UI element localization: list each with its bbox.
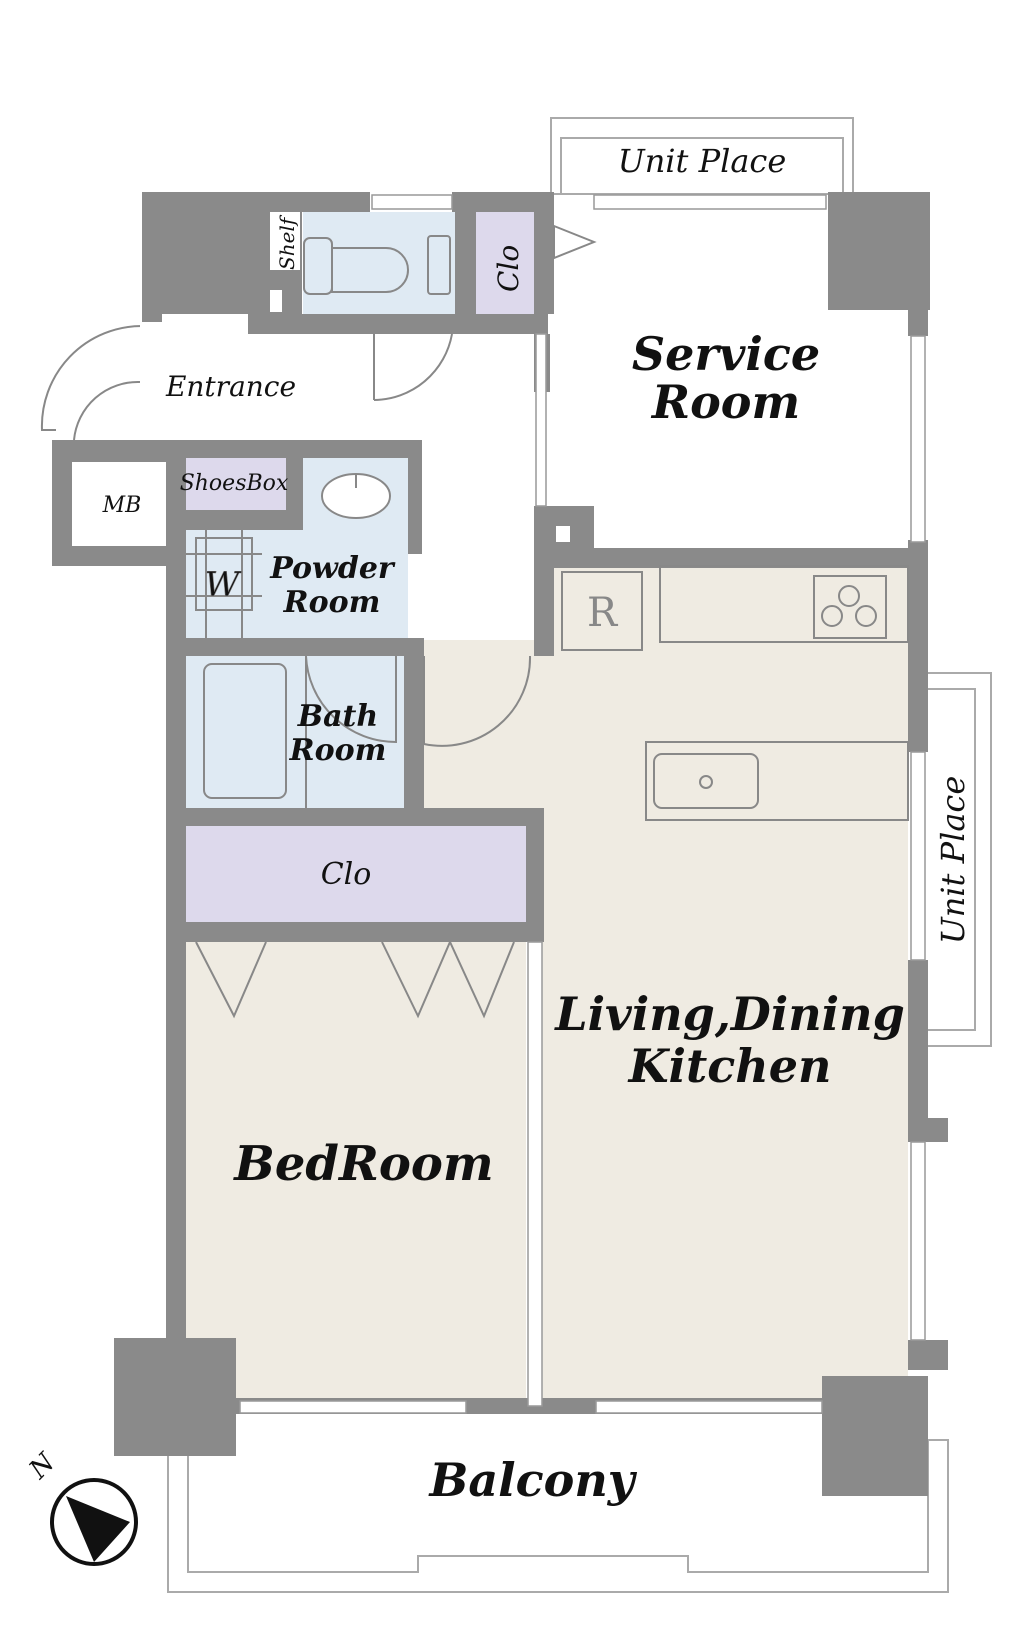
powder-room-label-2: Room	[283, 585, 381, 620]
toilet-icon	[303, 235, 451, 295]
unit-place-top-area	[550, 117, 854, 195]
washing-machine-icon	[186, 530, 262, 638]
shelf-label: Shelf	[275, 214, 299, 270]
washer-label: W	[205, 565, 243, 605]
balcony-label: Balcony	[427, 1453, 637, 1507]
bedroom-floor	[186, 942, 526, 1406]
entrance-label: Entrance	[165, 370, 296, 403]
ldk-label-1: Living,Dining	[553, 987, 905, 1041]
bath-room-label-2: Room	[289, 733, 387, 768]
kitchen-counter	[659, 565, 909, 643]
bath-room-floor	[186, 656, 404, 808]
clo-bedroom-floor	[186, 826, 526, 922]
kitchen-island	[645, 741, 909, 821]
unit-place-top-label: Unit Place	[618, 142, 787, 180]
bedroom-label: BedRoom	[232, 1136, 493, 1192]
ldk-floor-ext	[424, 640, 544, 808]
bathtub-icon	[203, 656, 307, 808]
clo-top-floor	[476, 212, 534, 314]
unit-place-right-label: Unit Place	[934, 776, 972, 945]
refrigerator-label: R	[587, 590, 619, 636]
shoes-box-floor	[186, 458, 286, 510]
ldk-label-2: Kitchen	[627, 1039, 832, 1093]
balcony-outline	[167, 1439, 949, 1593]
shoes-box-label: ShoesBox	[180, 471, 289, 496]
powder-room-label-1: Powder	[269, 551, 396, 586]
windows	[239, 194, 926, 1414]
shelf-strip	[270, 212, 300, 270]
clo-top-label: Clo	[492, 245, 525, 292]
north-label: N	[23, 1447, 62, 1486]
shelf-notch	[270, 290, 282, 312]
bath-room-label-1: Bath	[297, 699, 378, 734]
north-arrow-icon: N	[23, 1447, 138, 1566]
service-room-label-2: Room	[650, 375, 800, 429]
service-room-label-1: Service	[632, 327, 820, 381]
walls	[52, 192, 948, 1496]
mb-label: MB	[102, 493, 142, 518]
clo-bedroom-label: Clo	[321, 857, 372, 892]
sink-icon	[321, 473, 391, 519]
doors	[40, 224, 597, 1019]
ldk-floor	[536, 566, 908, 1406]
pipe-shaft	[556, 526, 570, 542]
refrigerator-icon	[561, 571, 643, 651]
